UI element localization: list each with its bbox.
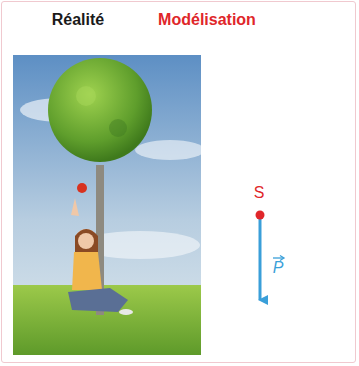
weight-vector	[259, 216, 262, 300]
point-s	[256, 211, 265, 220]
photo	[13, 55, 205, 355]
vector-arrow	[273, 257, 283, 258]
column-heading: Modélisation	[158, 11, 256, 29]
point-label: S	[254, 184, 265, 202]
vector-label: P	[273, 259, 284, 277]
column-heading: Réalité	[52, 11, 104, 29]
model	[256, 211, 285, 301]
